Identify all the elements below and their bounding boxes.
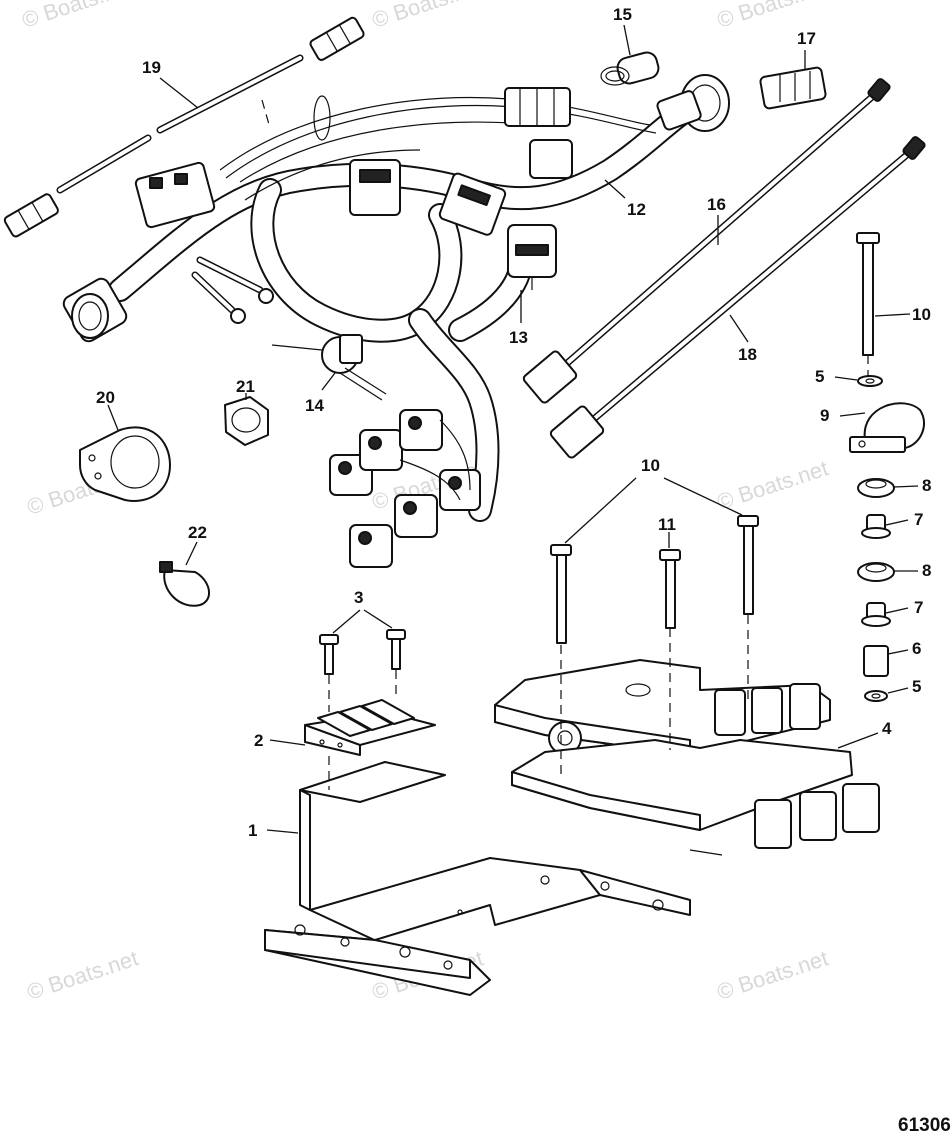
part-7-bushing-lower <box>861 602 891 627</box>
part-18-cable <box>549 136 926 459</box>
part-21-nut <box>224 396 269 446</box>
part-17-connector <box>759 66 827 110</box>
callouts: 1 2 3 4 5 5 6 7 7 8 8 9 10 10 11 12 <box>96 5 931 840</box>
callout-7: 7 <box>914 510 923 529</box>
callout-3: 3 <box>354 588 363 607</box>
callout-22: 22 <box>188 523 207 542</box>
callout-21: 21 <box>236 377 255 396</box>
injector-connectors <box>329 409 481 568</box>
part-5-washer-lower <box>864 690 888 702</box>
drawing-number: 61306 <box>898 1115 951 1136</box>
callout-16: 16 <box>707 195 726 214</box>
part-7-bushing-upper <box>861 514 891 539</box>
part-14-sensor <box>271 334 387 401</box>
part-6-spacer <box>863 645 889 677</box>
watermark: © Boats.net <box>19 0 136 33</box>
part-9-p-clamp <box>849 402 925 453</box>
part-13-connector <box>507 224 557 290</box>
callout-9: 9 <box>820 406 829 425</box>
part-19-extension-harness <box>3 16 365 238</box>
watermark: © Boats.net <box>369 0 486 33</box>
part-8-grommet-upper <box>857 478 895 498</box>
callout-10: 10 <box>912 305 931 324</box>
callout-15: 15 <box>613 5 632 24</box>
callout-2: 2 <box>254 731 263 750</box>
main-harness <box>62 74 730 568</box>
alignment-lines <box>261 99 869 790</box>
callout-19: 19 <box>142 58 161 77</box>
watermark: © Boats.net <box>714 945 831 1004</box>
part-1-mounting-bracket <box>264 761 691 996</box>
callout-8: 8 <box>922 561 931 580</box>
watermark: © Boats.net <box>24 945 141 1004</box>
callout-5: 5 <box>912 677 921 696</box>
callout-20: 20 <box>96 388 115 407</box>
callout-18: 18 <box>738 345 757 364</box>
callout-4: 4 <box>882 719 892 738</box>
part-8-grommet-lower <box>857 562 895 582</box>
part-2-heat-sink <box>304 699 436 756</box>
part-5-washer-upper <box>857 375 883 387</box>
part-22-tie-strap <box>159 561 210 607</box>
callout-11: 11 <box>658 515 676 534</box>
part-10-bolts-lower <box>550 515 759 644</box>
callout-1: 1 <box>248 821 257 840</box>
part-16-cable <box>522 78 891 404</box>
callout-17: 17 <box>797 29 816 48</box>
callout-8: 8 <box>922 476 931 495</box>
callout-7: 7 <box>914 598 923 617</box>
part-4-ecm <box>494 659 880 856</box>
callout-13: 13 <box>509 328 528 347</box>
part-10-bolt-upper <box>856 232 880 356</box>
part-15-boot <box>600 51 660 86</box>
callout-10: 10 <box>641 456 660 475</box>
part-11-bolt <box>659 549 681 629</box>
callout-6: 6 <box>912 639 921 658</box>
callout-12: 12 <box>627 200 646 219</box>
watermark: © Boats.net <box>714 0 831 33</box>
part-3-screws <box>319 629 406 675</box>
watermark: © Boats.net <box>714 455 831 514</box>
callout-5: 5 <box>815 367 824 386</box>
callout-14: 14 <box>305 396 324 415</box>
part-20-bracket <box>79 426 171 502</box>
